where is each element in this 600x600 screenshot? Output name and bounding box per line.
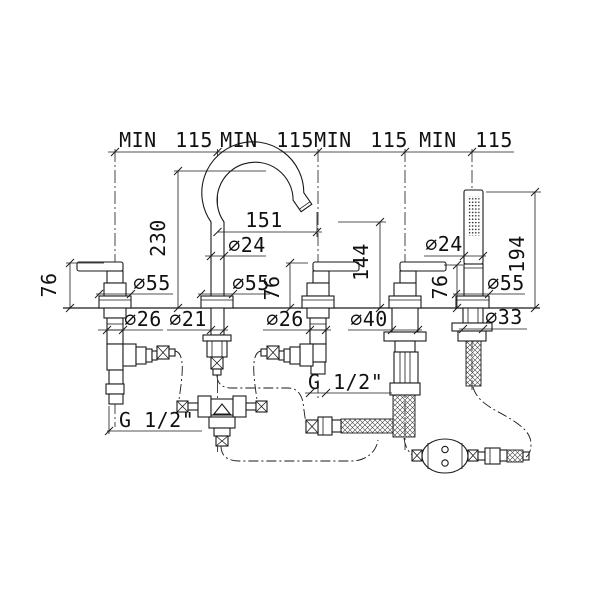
spray-face bbox=[467, 196, 480, 236]
dim-escutcheon-shower: ∅55 bbox=[487, 271, 525, 295]
dim-min-clearance-1: MIN 115 bbox=[119, 128, 213, 152]
dim-min-clearance-4: MIN 115 bbox=[419, 128, 513, 152]
hand-shower bbox=[455, 189, 490, 309]
tee-connector bbox=[176, 395, 268, 447]
spout bbox=[200, 141, 313, 309]
middle-handle-shank bbox=[260, 307, 330, 375]
diverter-body bbox=[305, 307, 427, 438]
dim-handshower-diameter: ∅24 bbox=[425, 232, 463, 256]
dim-shank-middle: ∅26 bbox=[266, 307, 304, 331]
left-handle bbox=[76, 261, 132, 309]
middle-handle bbox=[301, 261, 360, 309]
dim-shank-spout: ∅21 bbox=[169, 307, 207, 331]
check-valve bbox=[411, 438, 530, 474]
diverter-handle bbox=[388, 261, 447, 309]
dim-handle-height-left: 76 bbox=[37, 272, 61, 297]
dim-handle-height-shower: 76 bbox=[428, 274, 452, 299]
dim-escutcheon-spout: ∅55 bbox=[232, 271, 270, 295]
spout-shank bbox=[202, 307, 232, 376]
dimension-labels: MIN 115 MIN 115 MIN 115 MIN 115 230 151 … bbox=[37, 128, 529, 432]
dim-thread-left: G 1/2" bbox=[119, 408, 194, 432]
braided-hose-vertical bbox=[392, 394, 416, 438]
hand-shower-shank bbox=[451, 307, 493, 387]
dim-min-clearance-2: MIN 115 bbox=[220, 128, 314, 152]
dim-shank-left: ∅26 bbox=[124, 307, 162, 331]
dim-min-clearance-3: MIN 115 bbox=[314, 128, 408, 152]
dim-handle-height-middle: 76 bbox=[260, 275, 284, 300]
shower-hose-coil bbox=[465, 340, 482, 387]
dim-spout-height: 230 bbox=[146, 219, 170, 257]
left-handle-shank bbox=[103, 307, 176, 405]
dim-thread-middle: G 1/2" bbox=[308, 370, 383, 394]
dim-spout-reach: 151 bbox=[245, 208, 283, 232]
dim-spout-diameter: ∅24 bbox=[228, 233, 266, 257]
dim-shank-shower: ∅33 bbox=[485, 305, 523, 329]
dim-shank-diverter: ∅40 bbox=[350, 307, 388, 331]
dim-handshower-height: 194 bbox=[505, 235, 529, 273]
hose-routing bbox=[174, 350, 532, 462]
dim-escutcheon-left: ∅55 bbox=[133, 271, 171, 295]
dimension-lines bbox=[65, 147, 541, 436]
dim-spout-outlet-height: 144 bbox=[349, 243, 373, 281]
braided-hose-horizontal bbox=[340, 418, 394, 434]
